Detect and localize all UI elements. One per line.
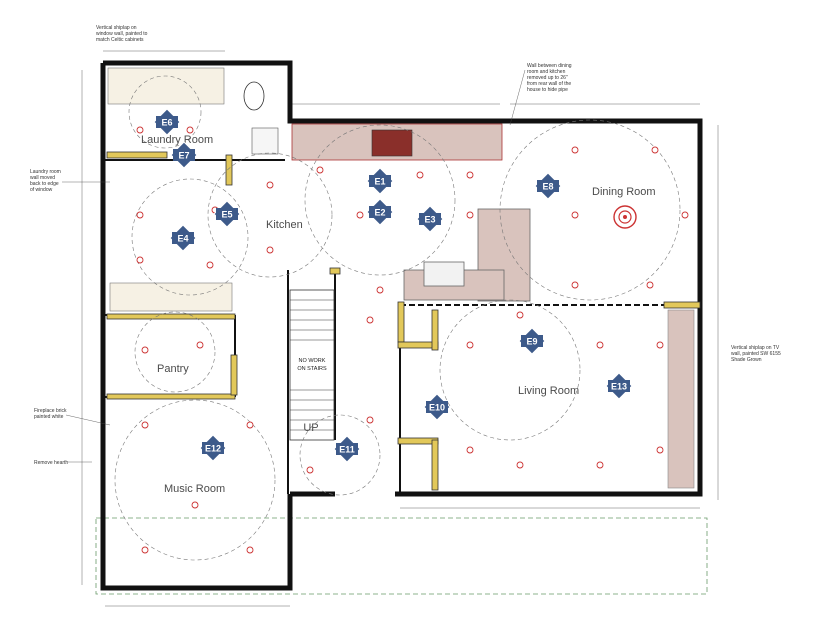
- tag-e7: E7: [170, 141, 198, 169]
- room-label-kitchen: Kitchen: [266, 219, 303, 231]
- room-label-living: Living Room: [518, 385, 579, 397]
- porch-outline: [95, 517, 708, 595]
- recessed-lights: [136, 126, 689, 554]
- tag-label: E8: [542, 182, 553, 192]
- cabinet-strips: [106, 151, 701, 491]
- room-labels: Laundry Room Kitchen Dining Room Pantry …: [141, 134, 656, 495]
- note-dining-wall: Wall between dining room and kitchen rem…: [509, 63, 572, 126]
- tag-e9: E9: [518, 327, 546, 355]
- tag-e6: E6: [153, 108, 181, 136]
- svg-text:from rear wall of the: from rear wall of the: [527, 81, 571, 87]
- svg-text:house to hide pipe: house to hide pipe: [527, 87, 568, 93]
- tag-e5: E5: [213, 200, 241, 228]
- stairs-note-line2: ON STAIRS: [297, 366, 327, 372]
- chandelier: [613, 205, 637, 229]
- stairs-up-label: UP: [303, 422, 318, 434]
- tag-label: E6: [161, 118, 172, 128]
- note-shiplap-window: Vertical shiplap on window wall, painted…: [96, 25, 148, 43]
- svg-text:removed up to 26": removed up to 26": [527, 75, 568, 81]
- tag-e13: E13: [605, 372, 633, 400]
- svg-text:Remove hearth: Remove hearth: [34, 460, 68, 466]
- note-tv-wall: Vertical shiplap on TV wall, painted SW …: [731, 345, 781, 363]
- svg-text:wall, painted SW 6155: wall, painted SW 6155: [731, 351, 781, 357]
- tag-label: E11: [339, 445, 355, 455]
- tag-label: E2: [374, 208, 385, 218]
- lighting-zones: [114, 75, 681, 561]
- tag-e1: E1: [366, 167, 394, 195]
- tag-label: E10: [429, 403, 445, 413]
- tag-label: E5: [221, 210, 232, 220]
- svg-text:Wall between dining: Wall between dining: [527, 63, 572, 69]
- staircase: NO WORK ON STAIRS UP: [289, 289, 335, 441]
- exterior-walls: [100, 60, 703, 591]
- svg-text:window wall, painted to: window wall, painted to: [96, 31, 148, 37]
- svg-text:painted white: painted white: [34, 414, 64, 420]
- room-label-laundry: Laundry Room: [141, 134, 213, 146]
- tag-e2: E2: [366, 198, 394, 226]
- svg-text:back to edge: back to edge: [30, 181, 59, 187]
- svg-text:wall moved: wall moved: [30, 175, 55, 181]
- svg-text:Shade Grown: Shade Grown: [731, 357, 762, 363]
- tag-label: E3: [424, 215, 435, 225]
- tag-e10: E10: [423, 393, 451, 421]
- svg-text:of window: of window: [30, 187, 53, 193]
- tag-label: E1: [374, 177, 385, 187]
- svg-text:Fireplace brick: Fireplace brick: [34, 408, 67, 414]
- note-hearth: Remove hearth: [34, 460, 92, 466]
- dimension-lines: [81, 50, 719, 607]
- tag-label: E13: [611, 382, 627, 392]
- note-laundry-wall: Laundry room wall moved back to edge of …: [30, 169, 110, 193]
- annotation-notes: Vertical shiplap on window wall, painted…: [30, 25, 781, 466]
- counters: [107, 67, 695, 489]
- tag-e8: E8: [534, 172, 562, 200]
- note-fireplace: Fireplace brick painted white: [34, 408, 111, 426]
- room-label-dining: Dining Room: [592, 186, 656, 198]
- tag-e3: E3: [416, 205, 444, 233]
- room-label-pantry: Pantry: [157, 363, 189, 375]
- room-label-music: Music Room: [164, 483, 225, 495]
- svg-text:room and kitchen: room and kitchen: [527, 69, 566, 75]
- svg-text:Vertical shiplap on: Vertical shiplap on: [96, 25, 137, 31]
- tag-label: E4: [177, 234, 188, 244]
- tag-e12: E12: [199, 434, 227, 462]
- svg-text:Laundry room: Laundry room: [30, 169, 61, 175]
- svg-text:Vertical shiplap on TV: Vertical shiplap on TV: [731, 345, 780, 351]
- tag-e11: E11: [333, 435, 361, 463]
- svg-text:match Celtic cabinets: match Celtic cabinets: [96, 37, 144, 43]
- tag-label: E12: [205, 444, 221, 454]
- tag-label: E7: [178, 151, 189, 161]
- tag-label: E9: [526, 337, 537, 347]
- stairs-note-line1: NO WORK: [299, 358, 326, 364]
- tag-e4: E4: [169, 224, 197, 252]
